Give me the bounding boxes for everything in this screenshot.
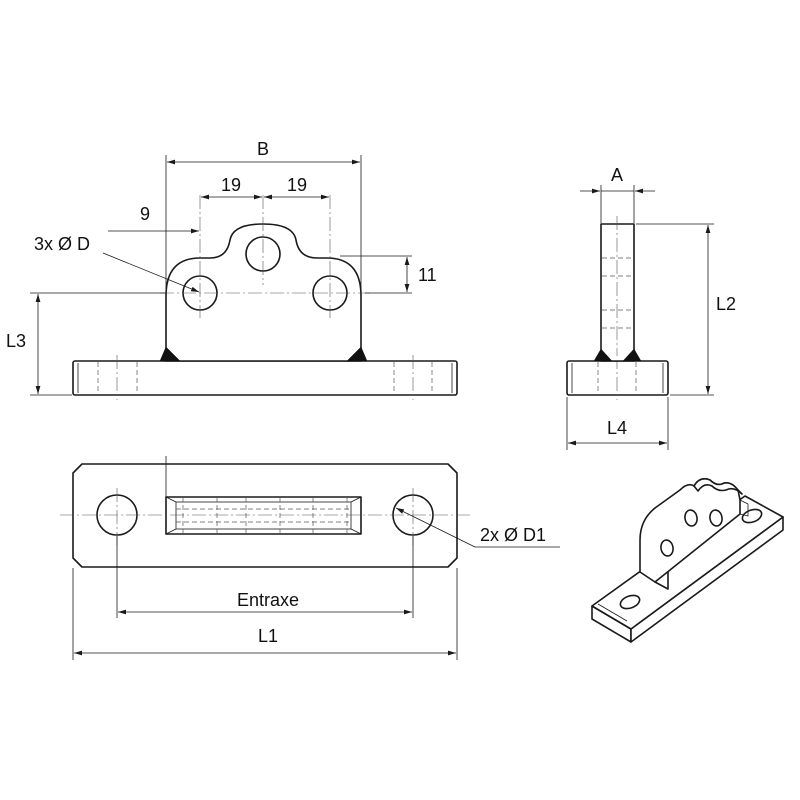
side-weld-right	[622, 348, 642, 362]
iso-upright-hole-1	[660, 539, 674, 557]
top-view	[60, 456, 470, 568]
weld-left	[159, 346, 181, 362]
dim-9-label: 9	[140, 204, 150, 224]
front-view	[72, 195, 458, 400]
dim-19-right-label: 19	[287, 175, 307, 195]
dim-L4-label: L4	[607, 418, 627, 438]
side-base-plate	[566, 360, 669, 396]
top-dimensions: 2x Ø D1 Entraxe L1	[72, 507, 560, 660]
side-weld-left	[593, 348, 613, 362]
dim-19-left-label: 19	[221, 175, 241, 195]
dim-A-label: A	[611, 165, 623, 185]
top-upright-plate	[165, 496, 362, 535]
dim-11-label: 11	[418, 265, 437, 285]
weld-right	[346, 346, 368, 362]
side-upright-plate	[600, 223, 635, 362]
front-dimensions: B 19 19 9 3x Ø D 11 L3	[6, 139, 437, 396]
dim-entraxe-label: Entraxe	[237, 590, 299, 610]
dim-L1-label: L1	[258, 626, 278, 646]
side-dimensions: A L2 L4	[566, 165, 736, 450]
hole-3x-label: 3x Ø D	[34, 234, 90, 254]
isometric-view	[591, 478, 784, 643]
iso-upright-hole-2	[684, 509, 698, 527]
side-view	[566, 216, 669, 400]
iso-base-hole-back	[741, 508, 763, 524]
front-base-plate	[72, 360, 458, 396]
hole-2x-label: 2x Ø D1	[480, 525, 546, 545]
dim-B-label: B	[257, 139, 269, 159]
iso-base-hole-front	[619, 594, 641, 610]
dim-L3-label: L3	[6, 331, 26, 351]
iso-upright-hole-3	[709, 509, 723, 527]
dim-L2-label: L2	[716, 294, 736, 314]
